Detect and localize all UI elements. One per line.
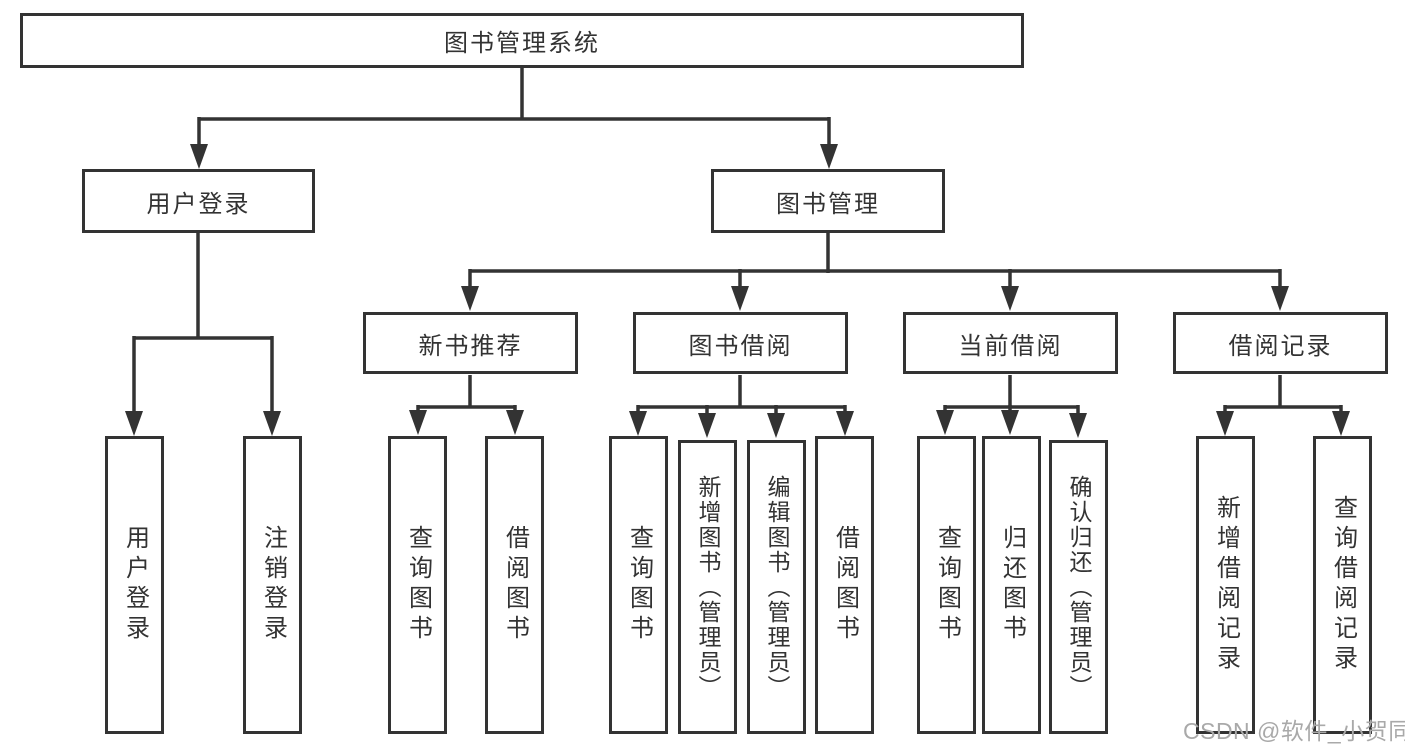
leaf-user-login: 用户登录	[105, 436, 164, 734]
leaf-logout: 注销登录	[243, 436, 302, 734]
leaf-query-borrow-record: 查询借阅记录	[1313, 436, 1372, 734]
leaf-query-books-current: 查询图书	[917, 436, 976, 734]
leaf-query-books-borrowing: 查询图书	[609, 436, 668, 734]
csdn-watermark: CSDN @软件_小贺同学	[1183, 718, 1405, 744]
leaf-query-books-recommend: 查询图书	[388, 436, 447, 734]
node-user-login: 用户登录	[82, 169, 315, 233]
leaf-add-borrow-record: 新增借阅记录	[1196, 436, 1255, 734]
leaf-edit-books-admin: 编辑图书（管理员）	[747, 440, 806, 734]
node-current-borrowing: 当前借阅	[903, 312, 1118, 374]
leaf-return-books: 归还图书	[982, 436, 1041, 734]
leaf-borrow-books-recommend: 借阅图书	[485, 436, 544, 734]
node-new-book-recommend: 新书推荐	[363, 312, 578, 374]
node-root: 图书管理系统	[20, 13, 1024, 68]
arrowheads	[125, 144, 1350, 438]
leaf-confirm-return-admin: 确认归还（管理员）	[1049, 440, 1108, 734]
node-book-management: 图书管理	[711, 169, 945, 233]
node-book-borrowing: 图书借阅	[633, 312, 848, 374]
leaf-add-books-admin: 新增图书（管理员）	[678, 440, 737, 734]
node-borrowing-records: 借阅记录	[1173, 312, 1388, 374]
leaf-borrow-books-borrowing: 借阅图书	[815, 436, 874, 734]
